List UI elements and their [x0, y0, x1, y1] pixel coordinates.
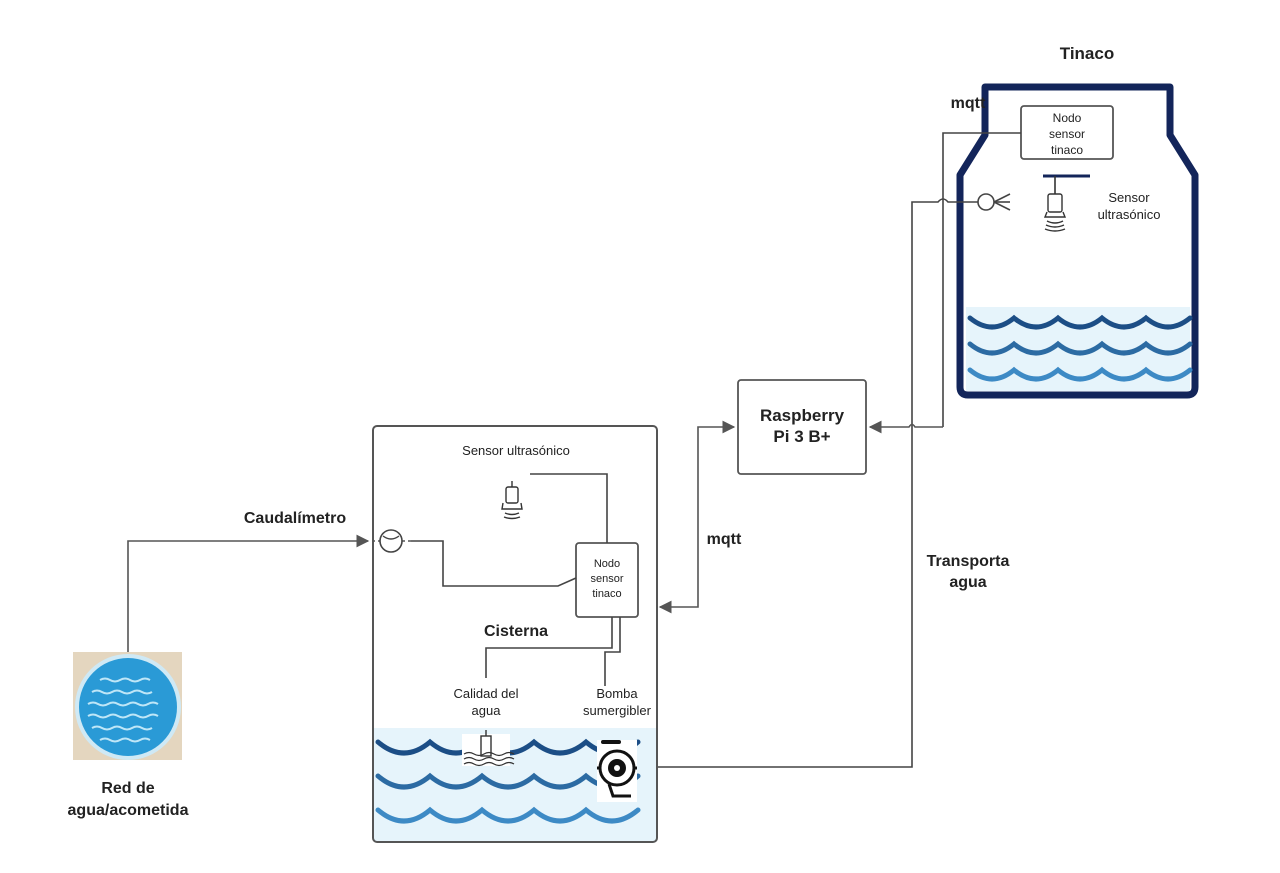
ultrasonic-sensor-icon — [1043, 193, 1067, 232]
water-quality-probe-icon — [462, 730, 515, 767]
sensor-top-line-2: ultrasónico — [1098, 207, 1161, 222]
transporta-line-2: agua — [949, 574, 986, 591]
cistern: Sensor ultrasónico Nodo sensor tinaco Ci… — [372, 425, 658, 843]
flowmeter-icon — [372, 529, 411, 553]
red-line-2: agua/acometida — [68, 802, 189, 819]
mqtt-mid-label: mqtt — [707, 531, 742, 548]
transporta-line-1: Transporta — [927, 553, 1010, 570]
tank-inlet-flowmeter-icon — [977, 193, 1011, 211]
raspberry-line-2: Pi 3 B+ — [773, 427, 830, 446]
tank-waves — [967, 314, 1193, 382]
sensor-top-line-1: Sensor — [1108, 190, 1150, 205]
water-pool-icon — [73, 652, 182, 760]
water-tank: Tinaco Nodo sensor tinaco Sensor ultrasó… — [956, 44, 1199, 399]
bomba-line-1: Bomba — [596, 686, 638, 701]
calidad-line-1: Calidad del — [453, 686, 518, 701]
caudalimetro-label: Caudalímetro — [244, 510, 346, 527]
raspberry-pi-box — [737, 379, 867, 475]
cistern-box — [372, 425, 658, 843]
bomba-line-2: sumergibler — [583, 703, 652, 718]
ultrasonic-sensor-icon — [501, 481, 523, 520]
node-top-line-2: sensor — [1049, 127, 1085, 141]
mqtt-top-label: mqtt — [951, 95, 986, 112]
calidad-line-2: agua — [472, 703, 502, 718]
tinaco-title: Tinaco — [1060, 44, 1114, 63]
node-top-line-3: tinaco — [1051, 143, 1083, 157]
node-cistern-line-2: sensor — [590, 573, 623, 585]
submersible-pump-icon — [597, 740, 637, 802]
sensor-cistern-label: Sensor ultrasónico — [462, 443, 570, 458]
node-cistern-line-1: Nodo — [594, 558, 620, 570]
node-top-line-1: Nodo — [1053, 111, 1082, 125]
red-line-1: Red de — [101, 780, 154, 797]
node-cistern-line-3: tinaco — [592, 588, 621, 600]
raspberry-line-1: Raspberry — [760, 406, 845, 425]
cisterna-label: Cisterna — [484, 623, 548, 640]
connection-wires — [655, 132, 1021, 768]
